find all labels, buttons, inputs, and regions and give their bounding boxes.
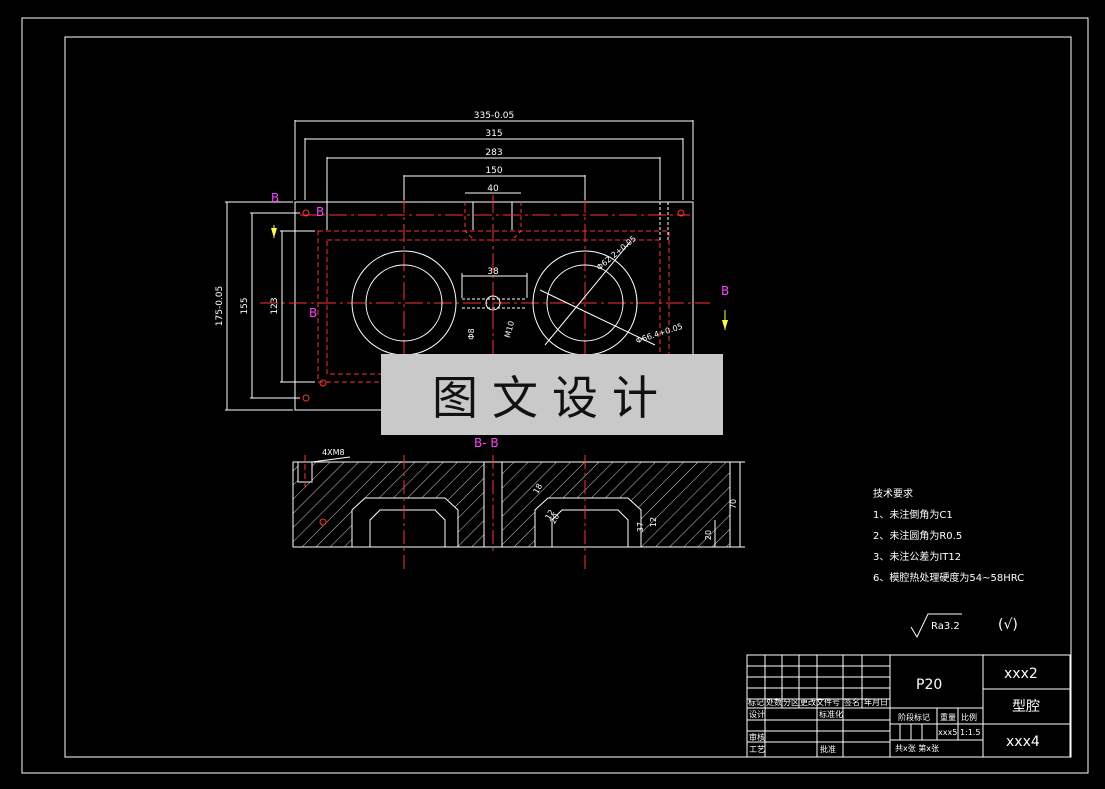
part-code: xxx4 [1006,734,1040,750]
dim-step: 18 [531,482,544,495]
tb-header: 年月日 [864,697,888,707]
section-title: B- B [474,436,499,450]
tech-req-heading: 技术要求 [873,487,913,500]
dim-channel-length: 38 [487,267,499,277]
dim-inner-depth: 37 [636,522,645,532]
roughness-symbol: Ra3.2 (√) [910,613,1018,639]
tb-label: 工艺 [749,745,765,754]
outer-border [21,17,1089,774]
tb-label: 审核 [749,732,765,742]
thread-note: 4XM8 [322,448,345,457]
dim-hole-spacing-y: 155 [240,297,250,314]
tb-sheets: 共x张 第x张 [895,743,939,753]
tb-weight: xxx5 [938,728,957,737]
tb-stage: 阶段标记 [898,712,930,722]
dim-chamfer-b: 12 [649,517,658,527]
tb-label: 设计 [749,709,765,719]
tb-header: 标记 [748,697,764,707]
tb-label: 批准 [820,744,836,754]
section-mark-top-inner: B [316,205,324,219]
dim-outer-dia: Φ66.4+0.05 [635,322,684,346]
tb-stage: 比例 [961,712,977,722]
roughness-other: (√) [998,617,1018,633]
plan-view: 335-0.05 315 283 150 40 38 175-0.05 155 … [215,111,729,411]
dim-slot-width: 40 [487,184,499,194]
dim-center-distance: 150 [485,166,502,176]
section-mark-left: B [309,306,317,320]
tech-req-item: 1、未注倒角为C1 [873,508,953,521]
roughness-value: Ra3.2 [931,621,960,632]
tb-header: 更改文件号 [800,697,840,707]
dim-overall-width: 175-0.05 [215,286,225,326]
dim-cavity-length: 283 [485,148,502,158]
section-mark-right: B [721,284,729,298]
dim-chamfer-a: 12 [543,508,556,521]
dim-plate-height: 70 [729,499,738,509]
tech-req-item: 2、未注圆角为R0.5 [873,529,962,542]
tb-stage: 重量 [940,712,956,722]
watermark-banner: 图文设计 [381,354,723,435]
dim-overall-length: 335-0.05 [474,111,514,121]
dim-cavity-depth: 20 [548,512,561,525]
title-block [746,654,1071,758]
material: P20 [916,677,942,693]
dim-thread: M10 [503,320,516,339]
tb-label: 标准化 [819,709,843,719]
tb-header: 分区 [783,698,799,707]
tech-req-item: 3、未注公差为IT12 [873,550,961,563]
tb-header: 处数 [766,697,782,707]
dim-base-thickness: 20 [704,530,713,540]
title-block-text: P20 xxx2 型腔 xxx4 标记 处数 分区 更改文件号 签名 年月日 设… [748,666,1040,754]
part-name: 型腔 [1012,699,1040,715]
dim-hole-spacing-x: 315 [485,129,502,139]
drawing-number: xxx2 [1004,666,1038,682]
dim-hole-dia: Φ8 [467,328,476,339]
technical-requirements: 技术要求 1、未注倒角为C1 2、未注圆角为R0.5 3、未注公差为IT12 6… [873,487,1024,584]
inner-border [64,36,1072,758]
tech-req-item: 6、模腔热处理硬度为54~58HRC [873,571,1024,584]
section-view: B- B 4XM8 70 20 20 18 37 12 12 [292,436,745,572]
tb-header: 签名 [844,697,860,707]
section-mark-top-left: B [271,191,279,205]
tb-scale: 1:1.5 [960,728,981,737]
dim-cavity-width: 123 [270,297,280,314]
